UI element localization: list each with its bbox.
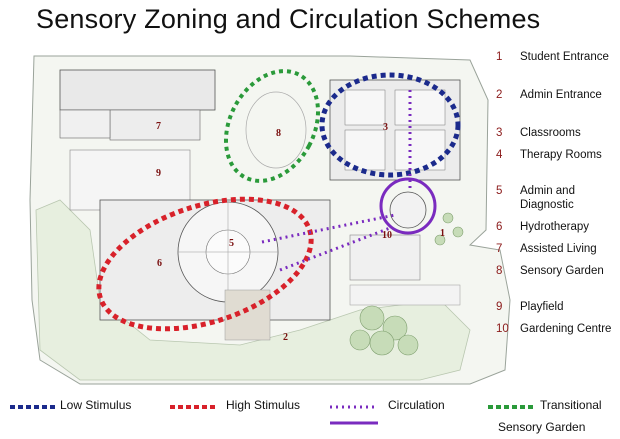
building-block [59, 69, 216, 111]
key-transitional-sub: Sensory Garden [498, 420, 586, 434]
room [344, 129, 386, 171]
plan-label-hydrotherapy: 6 [157, 258, 162, 269]
garden-path [245, 91, 307, 169]
trees [349, 212, 464, 356]
circulation-hub [379, 177, 437, 235]
legend-number: 6 [496, 221, 503, 233]
legend-label: Assisted Living [520, 243, 597, 255]
legend-number: 4 [496, 149, 503, 161]
key-circulation: Circulation [388, 398, 445, 412]
legend-label: Hydrotherapy [520, 221, 590, 233]
entrance-rotunda [389, 191, 427, 229]
room [344, 89, 386, 126]
building-block [59, 109, 111, 139]
legend-number: 7 [496, 243, 503, 255]
circulation-path [279, 226, 391, 272]
plan-label-gardening-centre: 10 [382, 230, 392, 241]
key-transitional: Transitional [540, 398, 602, 412]
plan-label-playfield: 9 [156, 168, 161, 179]
legend-number: 10 [496, 323, 509, 335]
circulation-path [261, 213, 396, 244]
plan-label-sensory-garden: 8 [276, 128, 281, 139]
legend-label: Gardening Centre [520, 323, 612, 335]
room [394, 129, 446, 171]
gardening-centre [349, 234, 421, 281]
legend-number: 5 [496, 185, 503, 197]
legend-label: Admin Entrance [520, 89, 602, 101]
walkway [224, 289, 271, 341]
plan-label-admin-entrance: 2 [283, 332, 288, 343]
legend-number: 8 [496, 265, 503, 277]
low-stimulus-zone [319, 72, 461, 178]
legend-number: 9 [496, 301, 503, 313]
legend-label: Playfield [520, 301, 564, 313]
legend-label: Sensory Garden [520, 265, 604, 277]
plan-label-classrooms: 3 [383, 122, 388, 133]
building-block [109, 109, 201, 141]
key-low-stimulus: Low Stimulus [60, 398, 132, 412]
legend-number: 3 [496, 127, 503, 139]
high-stimulus-zone [96, 196, 314, 332]
page-title: Sensory Zoning and Circulation Schemes [36, 4, 541, 34]
gardening-plots [349, 284, 461, 306]
legend-label: Student Entrance [520, 51, 609, 63]
plan-label-admin: 5 [229, 238, 234, 249]
key-high-stimulus: High Stimulus [226, 398, 301, 412]
legend-label: Admin and Diagnostic [520, 185, 575, 211]
transitional-zone [223, 69, 321, 183]
room [394, 89, 446, 126]
legend-number: 2 [496, 89, 503, 101]
legend-label: Therapy Rooms [520, 149, 602, 161]
plan-label-student-entrance: 1 [440, 228, 445, 239]
plan-label-assisted-living: 7 [156, 121, 161, 132]
legend-number: 1 [496, 51, 503, 63]
legend-label: Classrooms [520, 127, 581, 139]
